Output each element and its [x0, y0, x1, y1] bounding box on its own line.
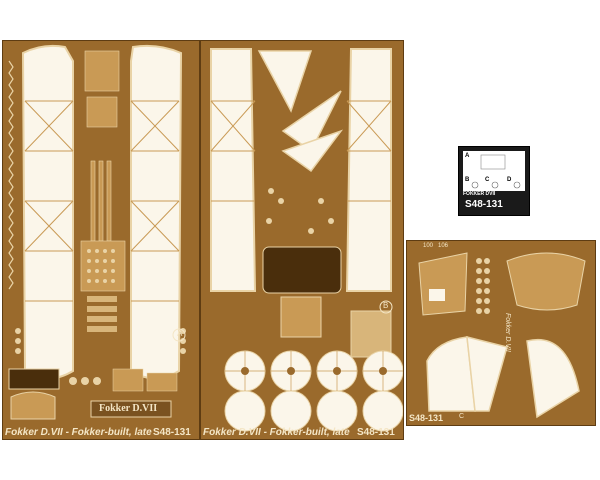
fret-b-code: S48-131 — [357, 427, 395, 438]
decal-sheet: A B C D FOKKER DVII S48-131 — [458, 146, 530, 216]
decal-letter-d: D — [507, 177, 512, 183]
fret-c-marker: C — [459, 413, 465, 420]
fret-b-parts — [210, 48, 403, 432]
fret-a-plate-text: Fokker D.VII — [99, 403, 158, 414]
fret-c-vertical-text: Fokker D.VII — [504, 313, 511, 352]
decal-letter-a: A — [465, 153, 470, 159]
photo-etch-fret-a: Fokker D.VII A Fokker D.VII - Fokker-bui… — [2, 40, 200, 440]
photo-etch-fret-b: B Fokker D.VII - Fokker-built, late S48-… — [200, 40, 404, 440]
fret-c-code: S48-131 — [409, 413, 444, 423]
fret-a-code: S48-131 — [153, 427, 191, 438]
decal-title: FOKKER DVII — [463, 191, 496, 197]
decal-sheet-panel: A B C D — [463, 151, 525, 191]
decal-roundels — [471, 154, 521, 189]
decal-code: S48-131 — [465, 199, 503, 210]
decal-letter-b: B — [465, 177, 470, 183]
fret-c-parts — [418, 252, 586, 419]
fret-a-parts — [8, 44, 186, 420]
fret-b-marker: B — [383, 301, 389, 310]
decal-letter-c: C — [485, 177, 490, 183]
fret-a-caption: Fokker D.VII - Fokker-built, late — [5, 427, 152, 438]
fret-b-caption: Fokker D.VII - Fokker-built, late — [203, 427, 350, 438]
fret-c-top-numbers: 100 106 — [423, 243, 449, 249]
photo-etch-fret-c: 100 106 Fokker D.VII C S48-131 — [406, 240, 596, 426]
fret-a-marker: A — [177, 329, 183, 338]
